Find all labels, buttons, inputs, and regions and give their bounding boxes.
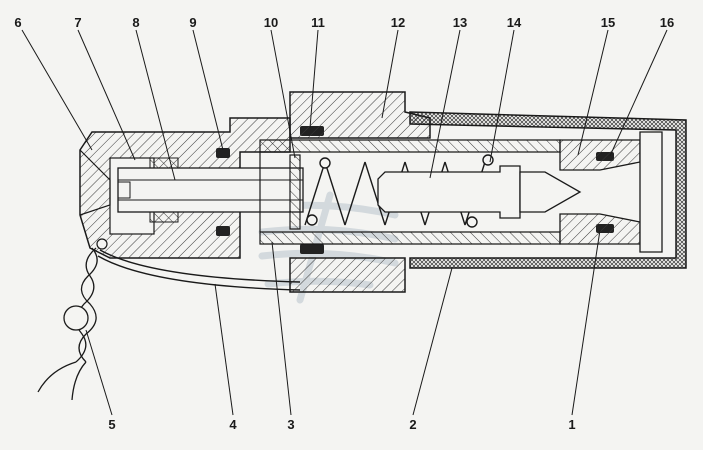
callout-12: 12	[390, 15, 406, 30]
callout-4: 4	[229, 417, 237, 432]
callout-11: 11	[311, 15, 325, 30]
callout-13: 13	[452, 15, 468, 30]
nut-part-12	[289, 91, 431, 293]
plunger-part-13	[377, 165, 582, 219]
washer-part-10	[289, 154, 301, 230]
wire-part-4	[97, 249, 301, 291]
callout-14: 14	[506, 15, 522, 30]
twisted-lead-part-5	[37, 247, 98, 401]
sleeve-part-3	[259, 139, 561, 245]
callout-10: 10	[263, 15, 279, 30]
shaft-part-8	[117, 157, 304, 223]
callout-5: 5	[108, 417, 116, 432]
callout-16: 16	[659, 15, 675, 30]
callout-3: 3	[287, 417, 295, 432]
boot-part-2	[409, 111, 687, 269]
callout-15: 15	[600, 15, 616, 30]
screw-head	[96, 238, 108, 250]
callout-1: 1	[568, 417, 576, 432]
leader-lines	[21, 29, 668, 416]
callout-9: 9	[189, 15, 197, 30]
callout-6: 6	[14, 15, 22, 30]
callout-7: 7	[74, 15, 82, 30]
callout-2: 2	[409, 417, 417, 432]
callout-8: 8	[132, 15, 140, 30]
